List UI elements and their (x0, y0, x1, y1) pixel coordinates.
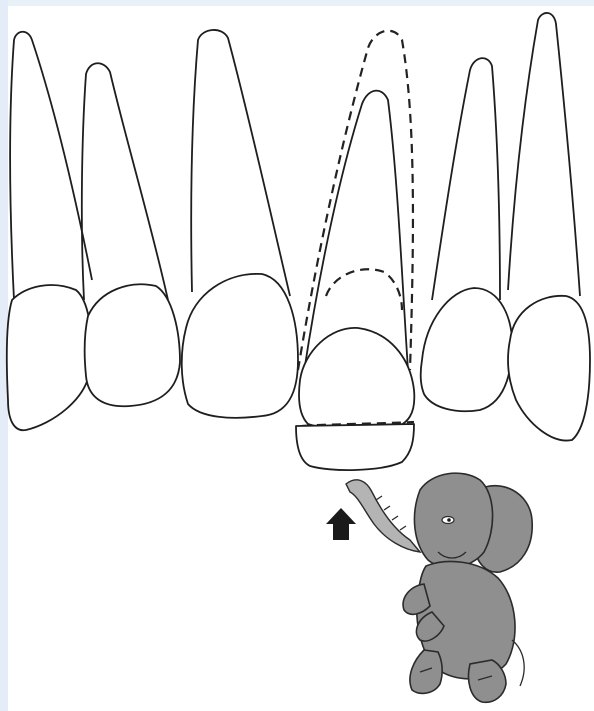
tooth-6-crown (508, 296, 590, 441)
elephant-tail (512, 640, 524, 686)
tooth-6 (508, 13, 590, 441)
tooth-2-root (82, 63, 168, 300)
elephant-trunk (346, 480, 420, 552)
elephant-left-arm (403, 584, 430, 614)
elephant-right-leg (469, 660, 507, 702)
elephant-left-leg (410, 650, 442, 693)
tooth-4-original-crown-top (326, 269, 402, 310)
tooth-1-root (10, 32, 92, 300)
elephant-icon (346, 473, 532, 702)
tooth-2-crown (85, 284, 180, 406)
arrow-shape (326, 508, 356, 540)
tooth-4-original-root (298, 31, 413, 370)
tooth-1-crown (7, 285, 91, 430)
force-arrow-up-icon (326, 508, 356, 540)
tooth-6-root (508, 13, 580, 296)
tooth-4-extruded-crown (296, 424, 414, 470)
tooth-2 (82, 63, 180, 406)
tooth-5-root (432, 58, 500, 300)
tooth-3 (182, 30, 298, 418)
tooth-3-crown (182, 274, 298, 418)
tooth-4-crown (299, 328, 414, 431)
tooth-4 (296, 31, 414, 470)
elephant-pupil (447, 518, 451, 522)
tooth-3-root (191, 30, 290, 296)
tooth-5 (421, 58, 513, 411)
tooth-5-crown (421, 288, 513, 411)
tooth-1 (7, 32, 92, 430)
